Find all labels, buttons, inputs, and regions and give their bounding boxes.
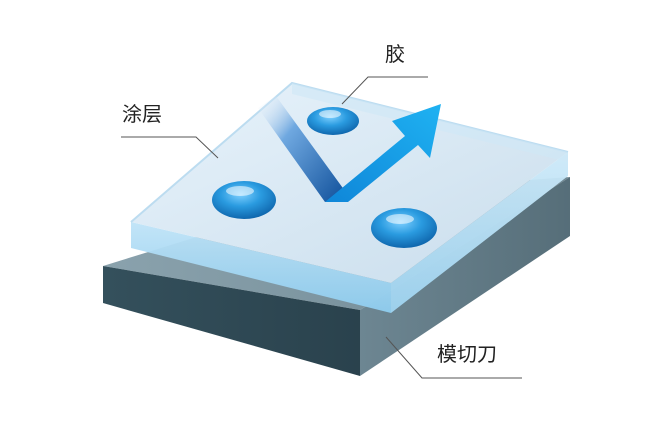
coating-leader-line [121, 136, 219, 159]
base-front-face [103, 266, 360, 376]
coating-side-face [391, 152, 568, 313]
droplet [307, 107, 359, 135]
label-glue: 胶 [385, 42, 405, 66]
glue-leader-line [341, 76, 428, 105]
droplet [212, 181, 276, 219]
reflect-arrow [325, 104, 441, 202]
coating-front-face [131, 222, 391, 313]
droplet [371, 208, 437, 248]
incoming-beam [258, 96, 345, 202]
die-cutter-leader-line [385, 336, 522, 379]
base-side-face [360, 177, 570, 376]
label-die-cutter: 模切刀 [437, 342, 497, 366]
label-coating: 涂层 [122, 102, 162, 126]
